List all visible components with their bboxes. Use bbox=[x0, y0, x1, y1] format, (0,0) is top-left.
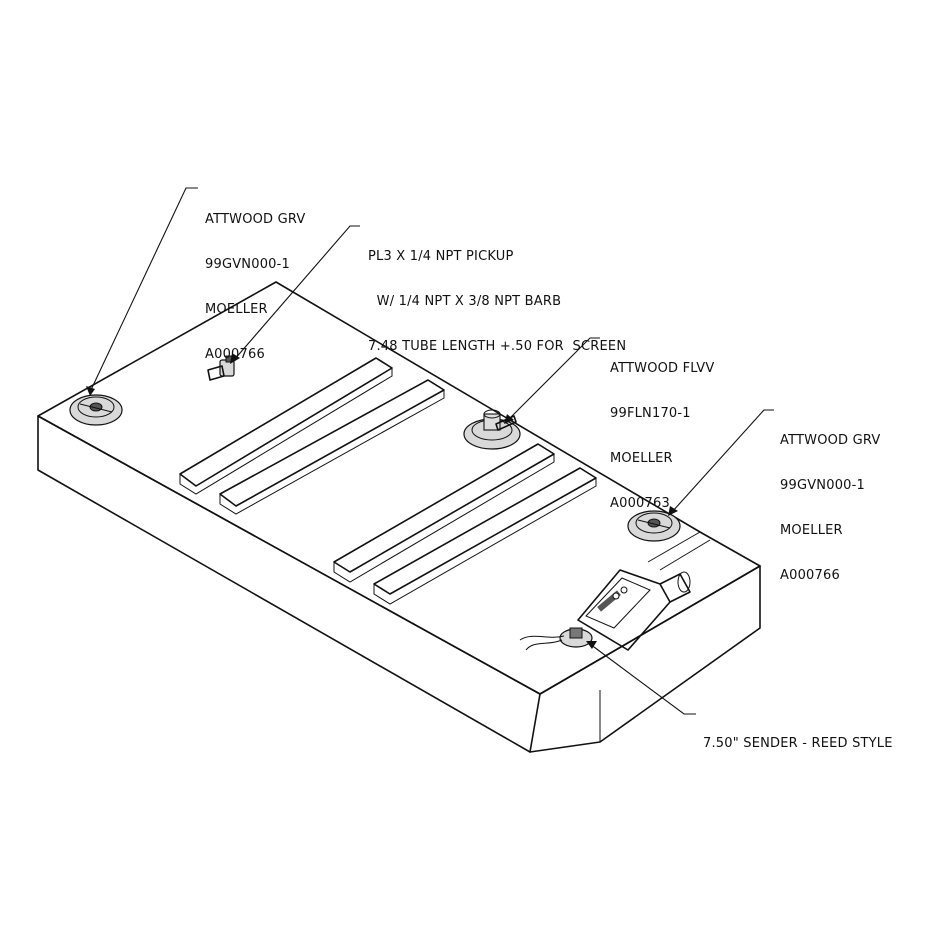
callout-flvv-line-2: 99FLN170-1 bbox=[610, 406, 691, 421]
fuel-sender bbox=[519, 627, 593, 651]
callout-flvv-line-4: A000763 bbox=[610, 496, 670, 511]
callout-grv-left-line-1: ATTWOOD GRV bbox=[205, 212, 306, 227]
callout-grv-right-line-2: 99GVN000-1 bbox=[780, 478, 866, 493]
callout-grv-right-line-4: A000766 bbox=[780, 568, 840, 583]
callout-grv-left-line-3: MOELLER bbox=[205, 302, 268, 317]
callout-pickup-line-3: 7.48 TUBE LENGTH +.50 FOR SCREEN bbox=[368, 339, 627, 354]
callout-sender: 7.50" SENDER - REED STYLE bbox=[703, 706, 893, 766]
baffle-ribs bbox=[179, 357, 597, 605]
callout-grv-left-line-4: A000766 bbox=[205, 347, 265, 362]
fill-housing bbox=[577, 569, 691, 651]
callout-grv-right-line-1: ATTWOOD GRV bbox=[780, 433, 881, 448]
grv-vent-left bbox=[69, 394, 123, 426]
grv-vent-right bbox=[627, 510, 681, 542]
callout-flvv-line-1: ATTWOOD FLVV bbox=[610, 361, 715, 376]
callout-flvv: ATTWOOD FLVV 99FLN170-1 MOELLER A000763 bbox=[610, 331, 714, 526]
callout-flvv-line-3: MOELLER bbox=[610, 451, 673, 466]
callout-pickup: PL3 X 1/4 NPT PICKUP W/ 1/4 NPT X 3/8 NP… bbox=[368, 219, 626, 369]
fuel-tank bbox=[37, 281, 761, 753]
rib-4 bbox=[373, 467, 597, 605]
callout-pickup-line-2: W/ 1/4 NPT X 3/8 NPT BARB bbox=[368, 294, 562, 309]
pickup-fitting bbox=[207, 355, 235, 381]
flvv-vent bbox=[463, 409, 521, 450]
callout-pickup-line-1: PL3 X 1/4 NPT PICKUP bbox=[368, 249, 514, 264]
callout-grv-left: ATTWOOD GRV 99GVN000-1 MOELLER A000766 bbox=[205, 182, 306, 377]
callout-grv-right: ATTWOOD GRV 99GVN000-1 MOELLER A000766 bbox=[780, 403, 881, 598]
rib-2 bbox=[219, 379, 445, 515]
leader-lines bbox=[86, 187, 774, 715]
callout-grv-left-line-2: 99GVN000-1 bbox=[205, 257, 291, 272]
rib-3 bbox=[333, 443, 555, 583]
rib-1 bbox=[179, 357, 393, 495]
callout-grv-right-line-3: MOELLER bbox=[780, 523, 843, 538]
callout-sender-line-1: 7.50" SENDER - REED STYLE bbox=[703, 736, 893, 751]
